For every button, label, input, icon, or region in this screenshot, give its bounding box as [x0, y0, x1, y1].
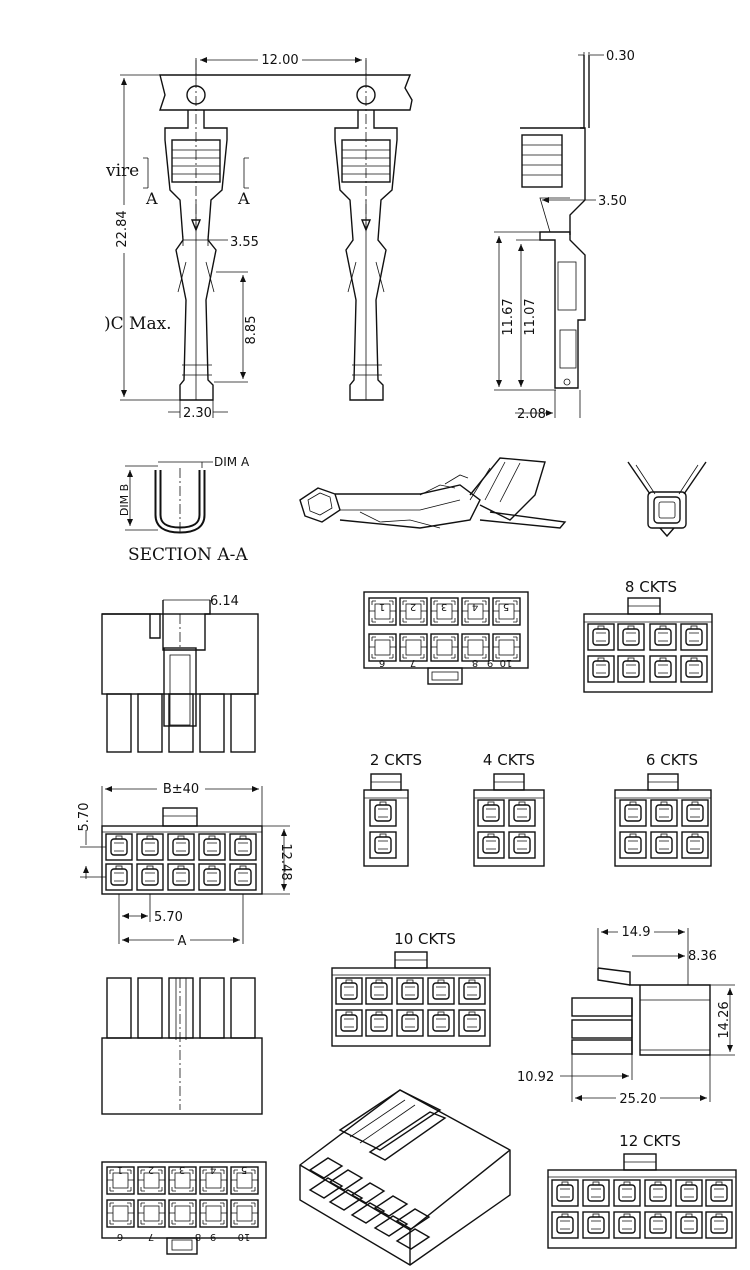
variant-6ckts: 6 CKTS: [614, 751, 712, 867]
housing-isometric: [299, 1089, 511, 1266]
section-title: SECTION A-A: [128, 545, 248, 565]
base-dim: 2.08: [517, 407, 546, 422]
variant-8ckts: 8 CKTS: [583, 578, 713, 693]
pin-label: 6: [379, 657, 385, 668]
variant-8ckts-label: 8 CKTS: [625, 578, 677, 596]
pin-label: 1: [117, 1164, 123, 1175]
thickness-dim: 0.30: [606, 49, 635, 64]
variant-4ckts: 4 CKTS: [473, 751, 545, 867]
variant-10ckts: 10 CKTS: [331, 930, 491, 1047]
section-aa: DIM A DIM B SECTION A-A: [118, 455, 250, 565]
pin-label: 8: [472, 657, 478, 668]
pin-label: 2: [148, 1164, 154, 1175]
variant-2ckts-label: 2 CKTS: [370, 751, 422, 769]
dim-b-label: DIM B: [118, 484, 131, 516]
variant-12ckts-label: 12 CKTS: [619, 1132, 681, 1150]
pin-label: 9: [210, 1231, 216, 1242]
housing-front-view-dimensioned: B±40 5.70 12.48 5.70 A: [77, 780, 293, 949]
wire-label: vire: [105, 161, 139, 181]
pin-label: 5: [503, 601, 509, 612]
pin-label: 4: [472, 601, 478, 612]
variant-10ckts-label: 10 CKTS: [394, 930, 456, 948]
pin-label: 9: [487, 657, 493, 668]
length-dim: 25.20: [619, 1092, 656, 1107]
pitch-top-dim: 6.14: [210, 594, 239, 609]
b-dim: B±40: [163, 782, 199, 797]
pin-label: 5: [241, 1164, 247, 1175]
bottom-width-dim: 2.30: [183, 406, 212, 421]
pitch-dim: 12.00: [261, 53, 298, 68]
depth-b-dim: 8.36: [688, 949, 717, 964]
width-dim: 3.55: [230, 235, 259, 250]
pin-label: 8: [195, 1231, 201, 1242]
pin-label: 7: [410, 657, 416, 668]
dim-a-label: DIM A: [214, 455, 250, 469]
variant-12ckts: 12 CKTS: [547, 1132, 737, 1249]
terminal-left: [164, 110, 228, 401]
pin-label: 1: [379, 601, 385, 612]
pin-label: 7: [148, 1231, 154, 1242]
housing-side-view-bottom: [101, 977, 263, 1115]
overall-height-dim: 22.84: [115, 210, 130, 247]
row-pitch-dim: 5.70: [77, 803, 92, 832]
pin-label: 3: [179, 1164, 185, 1175]
terminal-side-view: 0.30 3.50 11.67 11.07 2.08: [494, 49, 635, 422]
bottom-view-10pos: 1 2 3 4 5 6 7 8 9 10: [363, 591, 529, 685]
terminal-end-view: [627, 461, 707, 538]
pin-label: 4: [210, 1164, 216, 1175]
terminal-front-view: 12.00 22.84 vire A A 3.55 8.85 )C Max. 2…: [104, 51, 413, 421]
max-label: )C Max.: [104, 314, 172, 334]
pin-label: 3: [441, 601, 447, 612]
variant-2ckts: 2 CKTS: [363, 751, 422, 867]
housing-side-view-top: 6.14: [101, 594, 259, 753]
crimp-dim: 8.85: [244, 316, 259, 345]
height-b-dim: 11.07: [523, 298, 538, 335]
offset-dim: 3.50: [598, 194, 627, 209]
tail-dim: 10.92: [517, 1070, 554, 1085]
section-mark-right: A: [237, 189, 250, 208]
pin-label: 10: [500, 657, 513, 668]
terminal-isometric: [299, 457, 567, 529]
housing-side-view-right: 14.9 8.36 14.26 10.92 25.20: [517, 923, 735, 1107]
side-height-dim: 14.26: [717, 1001, 732, 1038]
pin-label: 2: [410, 601, 416, 612]
col-pitch-dim: 5.70: [154, 910, 183, 925]
variant-4ckts-label: 4 CKTS: [483, 751, 535, 769]
variant-6ckts-label: 6 CKTS: [646, 751, 698, 769]
section-mark-left: A: [145, 189, 158, 208]
pin-label: 10: [238, 1231, 251, 1242]
bottom-view-10pos-lower: 1 2 3 4 5 6 7 8 9 10: [101, 1161, 267, 1255]
height-a-dim: 11.67: [501, 298, 516, 335]
pin-grid-bottom-row: [368, 633, 521, 662]
depth-a-dim: 14.9: [622, 925, 651, 940]
height-dim: 12.48: [278, 843, 293, 880]
pin-label: 6: [117, 1231, 123, 1242]
a-dim: A: [178, 934, 187, 949]
terminal-right: [334, 110, 398, 401]
